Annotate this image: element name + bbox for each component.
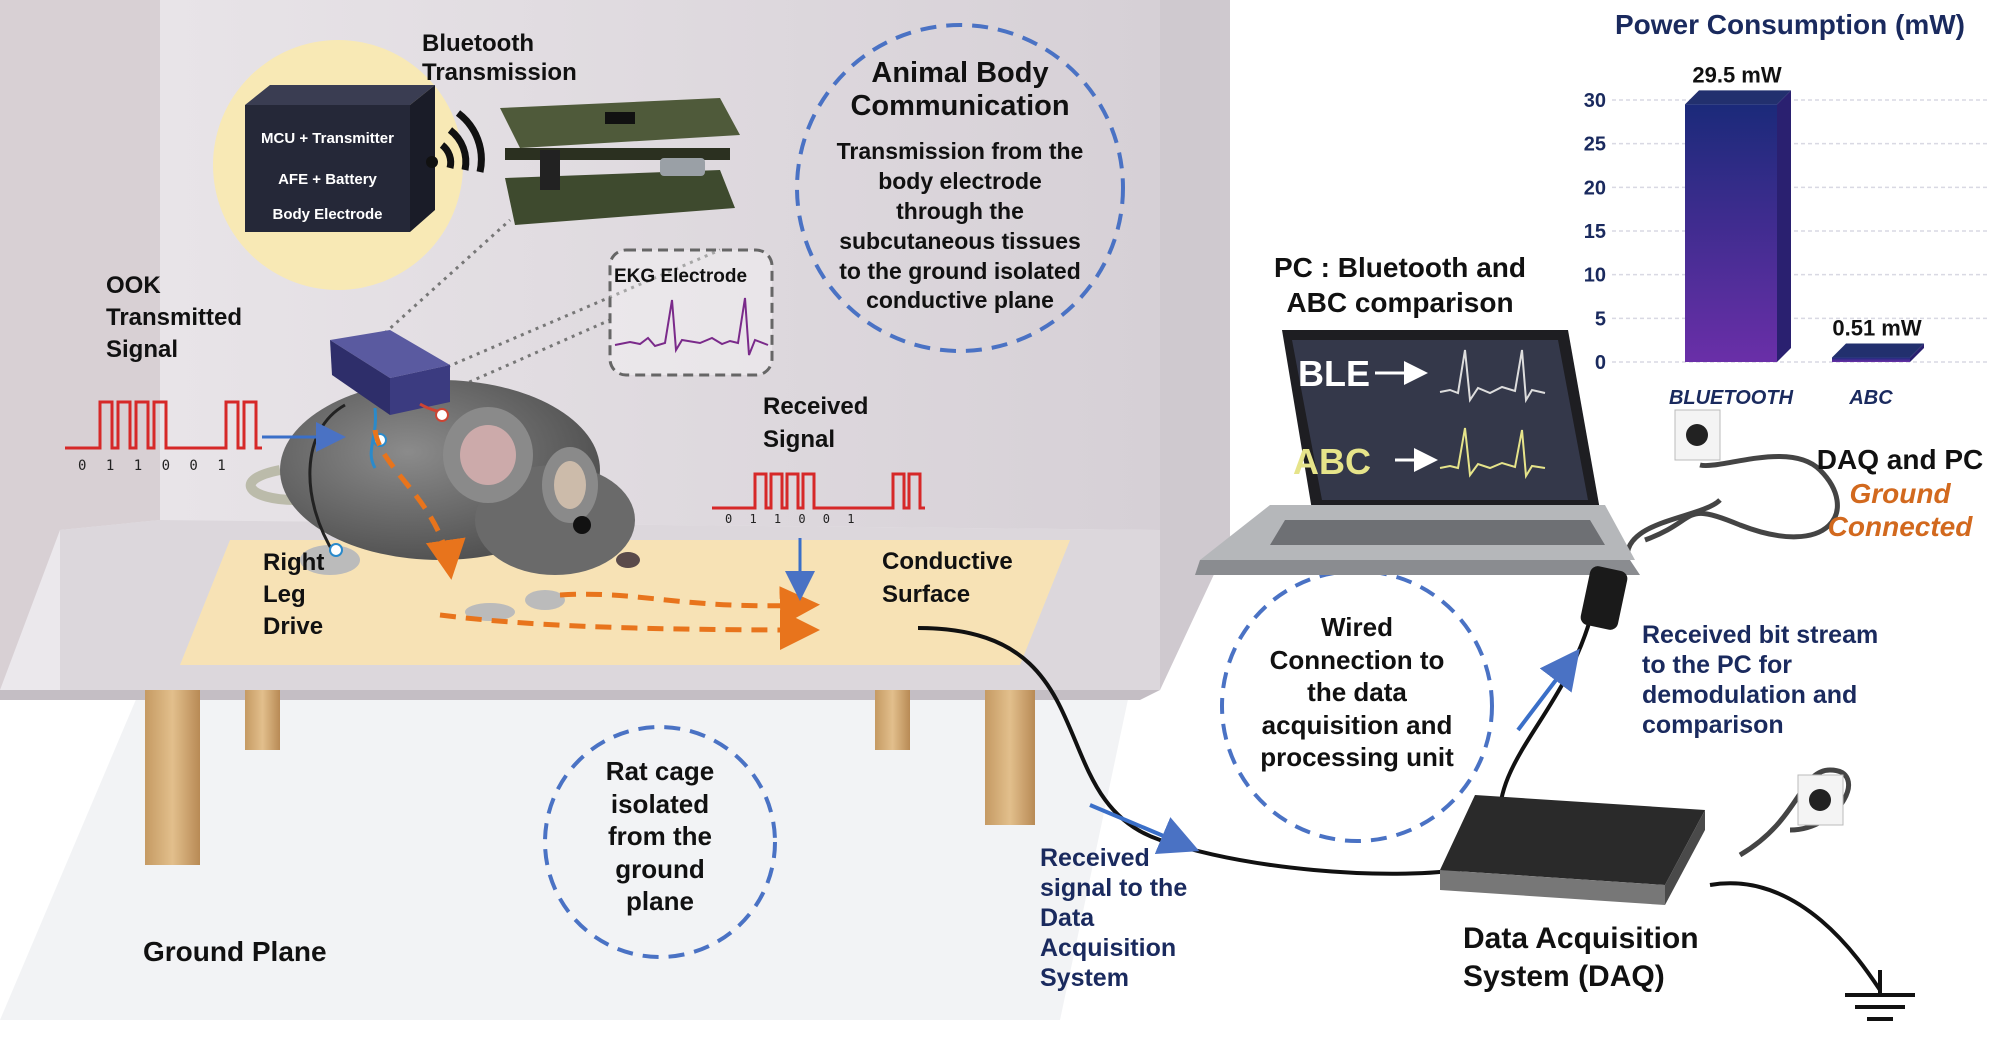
device-stack-icon [245,85,435,232]
usb-dongle [1580,566,1628,630]
received-waveform [712,472,925,510]
chart-y-tick-label: 30 [1584,90,1606,112]
bluetooth-transmission-label: Bluetooth Transmission [422,30,577,86]
device-layer-electrode: Body Electrode [272,206,383,223]
wall-socket-icon [1674,409,1844,826]
chart-y-tick-label: 0 [1595,352,1606,374]
ook-bits: 0 1 1 0 0 1 [78,458,226,474]
body-current-path [372,429,820,650]
bitstream-to-pc-arrow [1516,648,1580,732]
electrode-lead [369,407,377,469]
ekg-electrode-label: EKG Electrode [614,266,748,287]
received-to-daq-label: Received signal to the Data Acquisition … [1040,844,1188,992]
right-leg-lead [308,403,346,556]
chart-y-tick-label: 25 [1584,134,1606,156]
ekg-electrode-box [608,248,774,377]
chart-bar-side [1910,343,1924,362]
ook-waveform [65,400,262,450]
ble-trace [1439,349,1546,404]
chart-bar-abc [1832,357,1910,362]
ekg-trace [614,297,769,356]
chart-y-tick-label: 15 [1584,221,1606,243]
chart-category-label: BLUETOOTH [1669,387,1794,409]
chart-bar-bluetooth [1685,104,1777,362]
chart-y-tick-label: 10 [1584,265,1606,287]
conductive-surface [180,540,1070,665]
rat-cage-text: Rat cage isolated from the ground plane [605,756,715,916]
chart-bar-top [1832,343,1924,358]
ook-label: OOK Transmitted Signal [106,272,243,363]
electrode-dot [435,408,449,422]
screen-ble-label: BLE [1298,353,1370,394]
received-signal-label: Received Signal [763,393,869,453]
electrode-dot [329,543,343,557]
chart-data-label: 0.51 mW [1832,316,1921,341]
chart-data-label: 29.5 mW [1692,62,1781,87]
laptop [1195,330,1640,575]
chart-title: Power Consumption (mW) [1615,9,1965,40]
abc-trace [1439,427,1546,480]
cage-legs [145,690,1035,865]
chart-y-tick-label: 20 [1584,177,1606,199]
right-leg-drive-label: Right Leg Drive [263,549,325,640]
pc-comparison-title: PC : Bluetooth and ABC comparison [1274,252,1526,318]
wired-connection-text: Wired Connection to the data acquisition… [1260,612,1454,772]
device-layer-mcu: MCU + Transmitter [261,130,394,147]
ground-cable [1709,881,1882,992]
chart-bar-side [1777,90,1791,362]
chart-y-tick-label: 5 [1595,308,1606,330]
bitstream-label: Received bit stream to the PC for demodu… [1642,621,1879,739]
ground-plane-label: Ground Plane [143,936,327,967]
screen-abc-label: ABC [1293,441,1371,482]
daq-pc-ground-label: DAQ and PC Ground Connected [1816,444,1984,543]
chart-bar-top [1685,90,1791,105]
abc-explanation-circle [795,23,1125,353]
transmitter-box [330,330,450,415]
pcb-board-image [500,98,740,225]
ground-plane [0,690,1130,1020]
rat-illustration [245,380,640,621]
chart-grid: 0 5 10 15 20 25 30 [1584,90,1990,374]
device-layer-afe: AFE + Battery [278,171,377,188]
rat-cage-isolation-circle [543,725,777,959]
conductive-surface-label: Conductive Surface [882,548,1013,608]
power-chart: 0 5 10 15 20 25 30 29.5 mW BLUETOOTH 0.51 mW ABC [1584,62,1990,409]
received-bits: 0 1 1 0 0 1 [725,512,855,526]
bluetooth-wave-icon [426,110,485,173]
signal-to-daq-arrow [1089,803,1200,854]
daq-box [1440,795,1705,905]
abc-description: Transmission from the body electrode thr… [836,138,1084,314]
chart-category-label: ABC [1848,387,1893,409]
earth-ground-icon [1845,970,1915,1021]
daq-label: Data Acquisition System (DAQ) [1463,922,1699,993]
signal-cable [917,626,1461,876]
laptop-cable [1624,498,1722,571]
abc-title: Animal Body Communication [850,57,1070,123]
chart-bars: 29.5 mW BLUETOOTH 0.51 mW ABC [1669,62,1924,409]
